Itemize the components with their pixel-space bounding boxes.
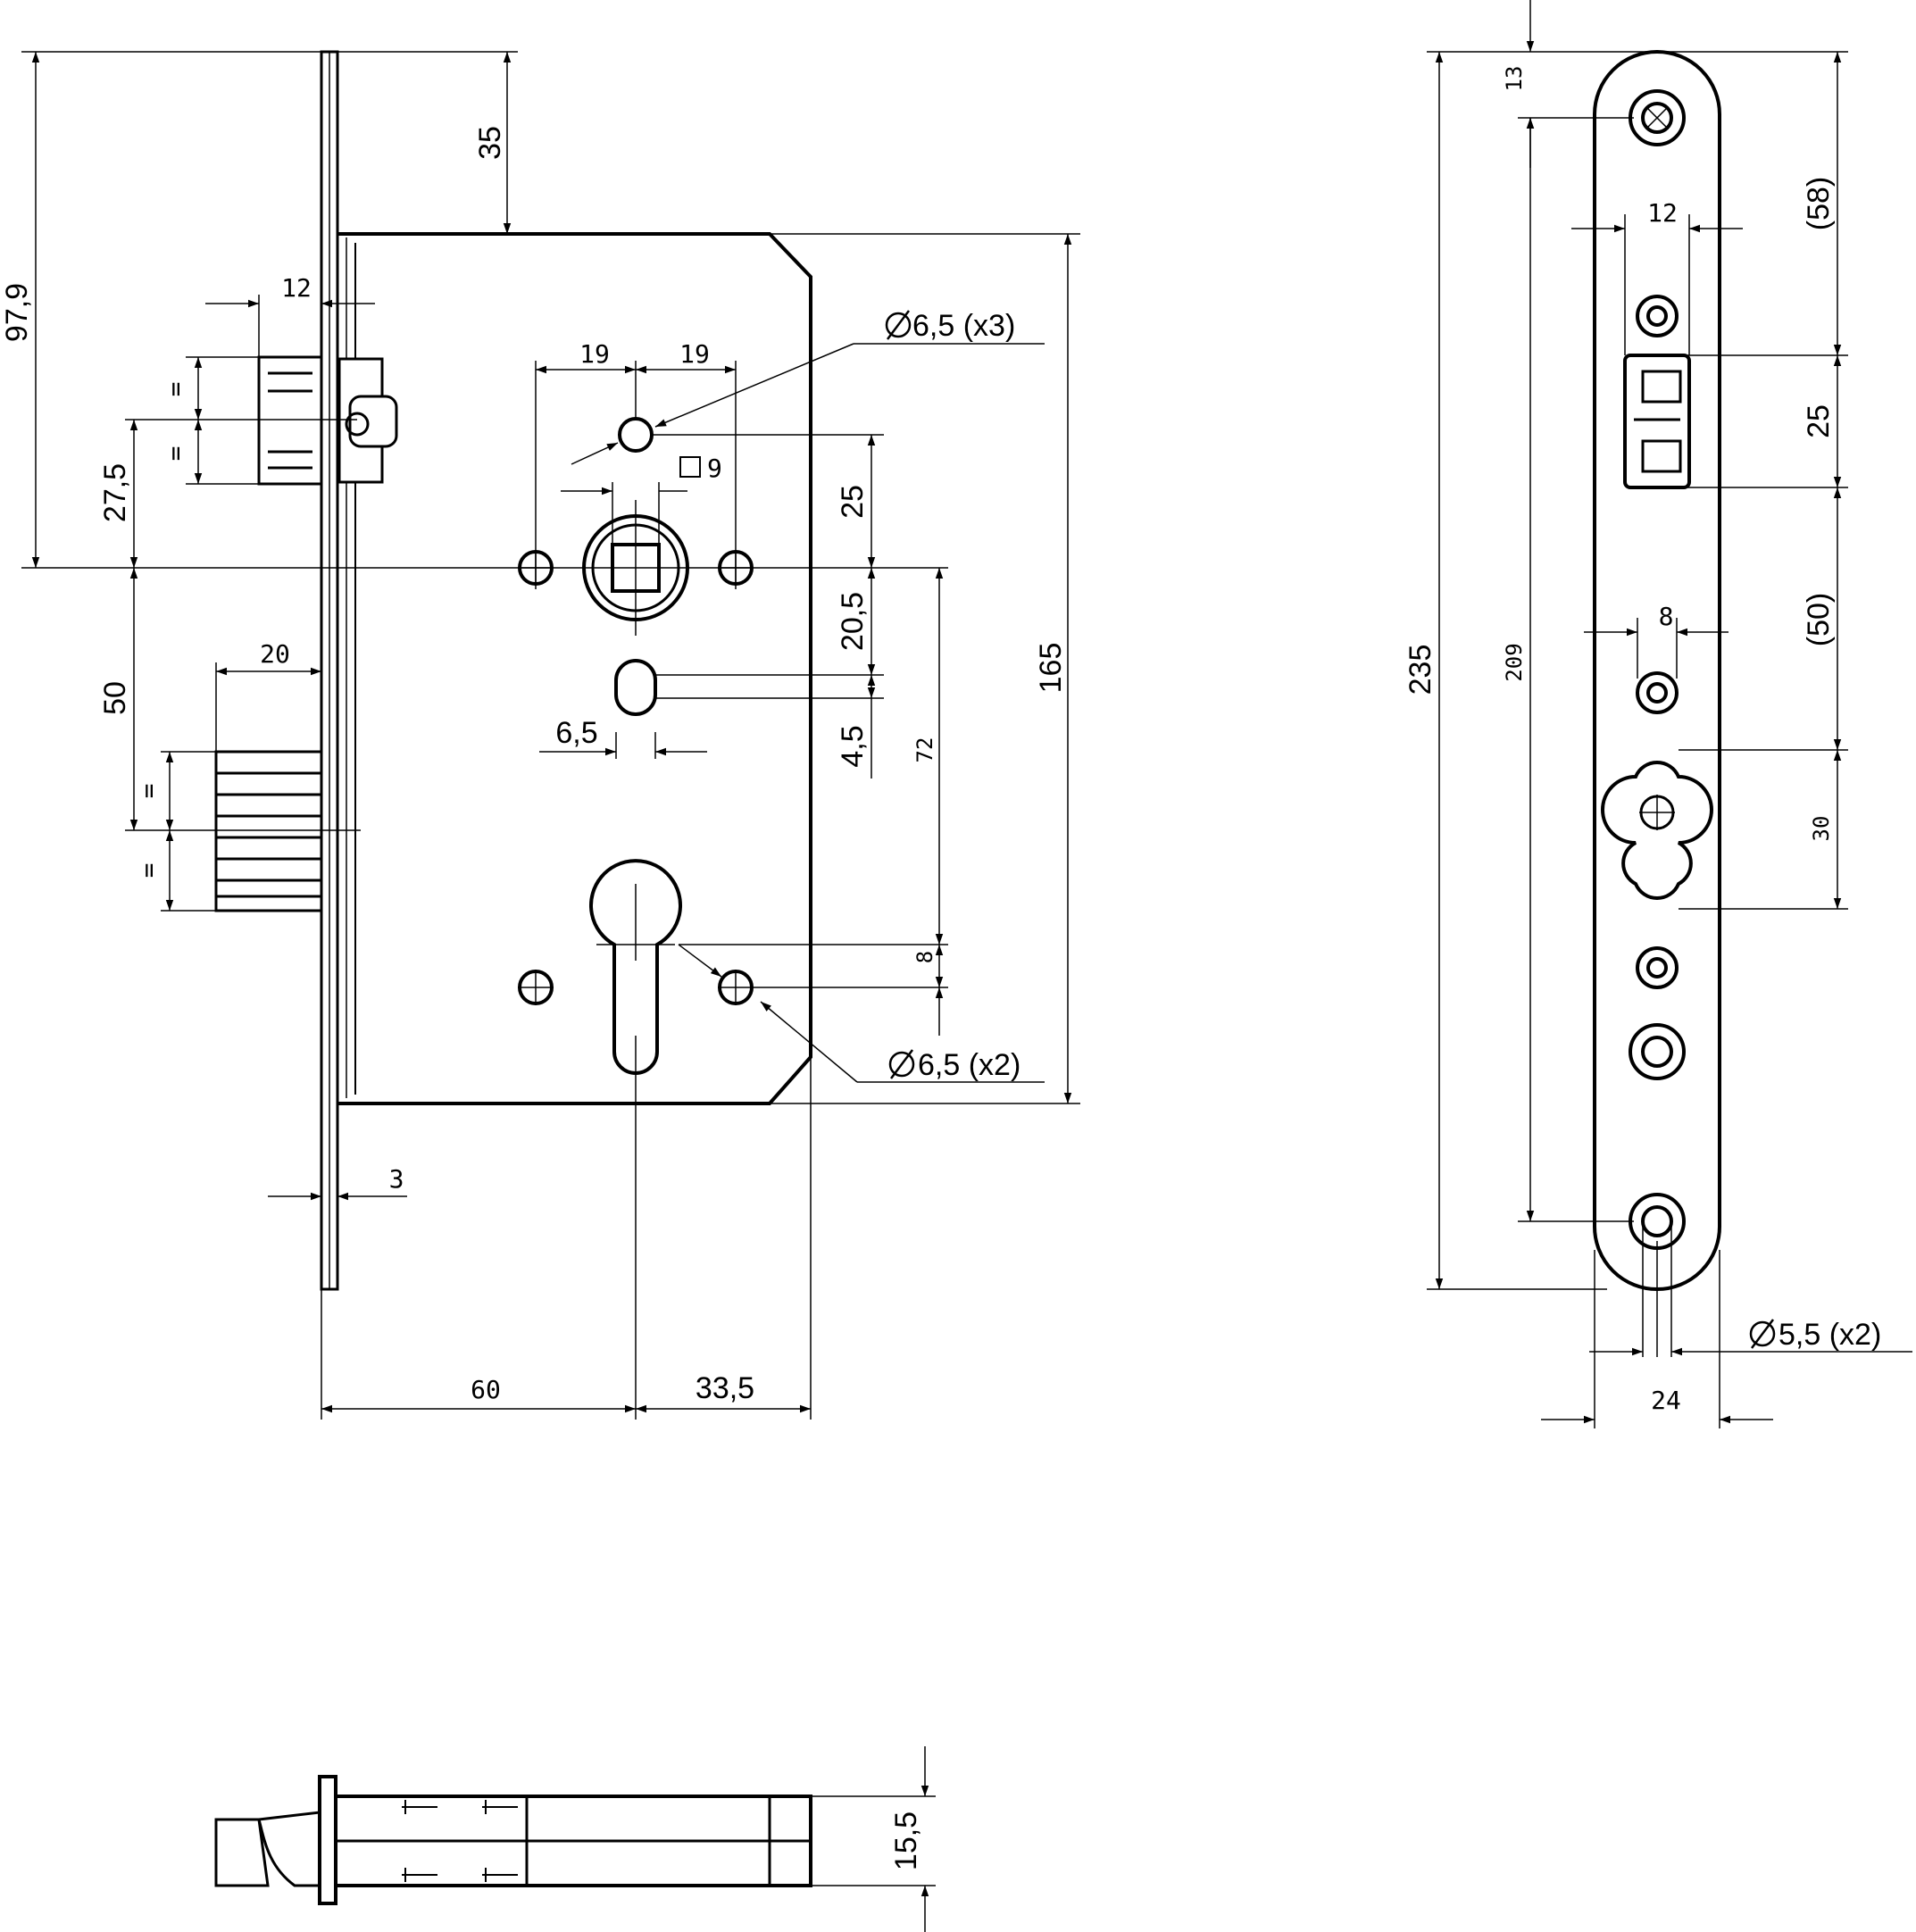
- faceplate-dimension-labels: 13 (58) 12 25 235 209 8 (50) 30 5,5 (x2)…: [1404, 66, 1881, 1415]
- faceplate-cylinder-opening: [1601, 761, 1713, 900]
- dim-6-5: 6,5: [555, 716, 597, 750]
- dim-25-faceplate: 25: [1802, 404, 1836, 438]
- latch-bolt: [257, 355, 398, 486]
- dim-72: 72: [912, 737, 937, 763]
- dim-27-5: 27,5: [98, 463, 132, 522]
- bottom-dimension-lines: [811, 1746, 936, 1932]
- front-view: [214, 50, 812, 1291]
- dim-30: 30: [1809, 816, 1834, 842]
- dim-equal-a: =: [161, 382, 190, 397]
- dim-58: (58): [1802, 177, 1836, 230]
- dim-209: 209: [1502, 643, 1527, 681]
- faceplate-latch-opening: [1623, 354, 1691, 489]
- dim-square-9: 9: [707, 454, 722, 483]
- front-dimension-labels: 97,9 35 12 = = 27,5 20 50 = = 19 19 9 25…: [0, 126, 1068, 1405]
- faceplate-dimension-lines: [1427, 0, 1912, 1428]
- dim-20-5: 20,5: [836, 592, 870, 651]
- dim-19-left: 19: [579, 339, 610, 369]
- dim-equal-b: =: [161, 446, 190, 462]
- faceplate-view: [1593, 50, 1721, 1357]
- dim-equal-c: =: [134, 784, 163, 799]
- dim-19-right: 19: [679, 339, 710, 369]
- dim-25: 25: [836, 485, 870, 519]
- slot: [614, 659, 657, 716]
- front-dimension-lines: [21, 51, 1080, 1420]
- dim-24: 24: [1651, 1386, 1681, 1415]
- dim-50-faceplate: (50): [1802, 593, 1836, 646]
- dim-8-faceplate: 8: [1659, 602, 1674, 631]
- dim-33-5: 33,5: [696, 1371, 754, 1405]
- hole-note-top: 6,5 (x3): [912, 309, 1015, 343]
- dim-165: 165: [1034, 643, 1068, 694]
- dim-12: 12: [281, 273, 312, 303]
- dim-4-5: 4,5: [836, 725, 870, 767]
- faceplate-outline: [1593, 50, 1721, 1291]
- dim-12-faceplate: 12: [1647, 198, 1678, 228]
- hole-note-faceplate: 5,5 (x2): [1779, 1318, 1881, 1352]
- dim-35: 35: [473, 126, 507, 160]
- bottom-latch: [214, 1818, 270, 1887]
- dim-235: 235: [1404, 645, 1437, 695]
- dim-15-5: 15,5: [889, 1811, 923, 1870]
- dim-13: 13: [1502, 66, 1527, 92]
- faceplate-screw-holes: [1629, 89, 1686, 1250]
- dim-97-9: 97,9: [0, 283, 34, 342]
- diameter-symbol-icon: [885, 310, 1776, 1349]
- dim-20: 20: [260, 639, 290, 669]
- square-symbol-icon: [679, 456, 701, 478]
- deadbolt: [214, 750, 323, 912]
- dim-60: 60: [471, 1375, 501, 1404]
- bottom-forend: [318, 1775, 337, 1905]
- dim-50: 50: [98, 681, 132, 715]
- hole-note-bottom: 6,5 (x2): [918, 1048, 1020, 1082]
- dim-3: 3: [389, 1164, 404, 1194]
- dim-equal-d: =: [134, 863, 163, 879]
- bottom-view: [214, 1775, 812, 1905]
- dim-8: 8: [912, 951, 937, 963]
